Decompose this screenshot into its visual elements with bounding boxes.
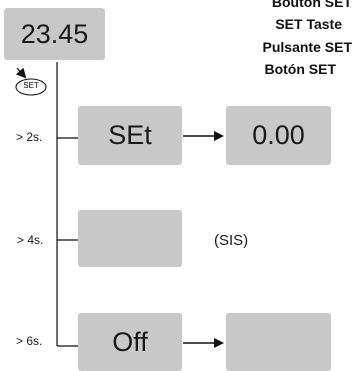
button-name-es: Botón SET xyxy=(264,61,336,77)
step-display-off-result xyxy=(226,313,331,371)
step-display-off: Off xyxy=(78,313,182,371)
main-display: 23.45 xyxy=(4,8,105,60)
sis-note: (SIS) xyxy=(214,232,249,249)
step-display-set: SEt xyxy=(78,106,182,165)
button-name-fr: Bouton SET xyxy=(271,0,352,10)
button-name-it: Pulsante SET xyxy=(262,39,352,55)
step-time-6s: > 6s. xyxy=(16,334,43,348)
button-name-de: SET Taste xyxy=(275,16,342,32)
set-button-icon-label: SET xyxy=(23,81,39,90)
step-time-2s: > 2s. xyxy=(16,130,43,144)
step-display-reset-value: 0.00 xyxy=(226,106,331,165)
step-display-blank xyxy=(78,210,182,267)
set-button-icon xyxy=(15,67,47,96)
step-time-4s: > 4s. xyxy=(17,233,44,247)
